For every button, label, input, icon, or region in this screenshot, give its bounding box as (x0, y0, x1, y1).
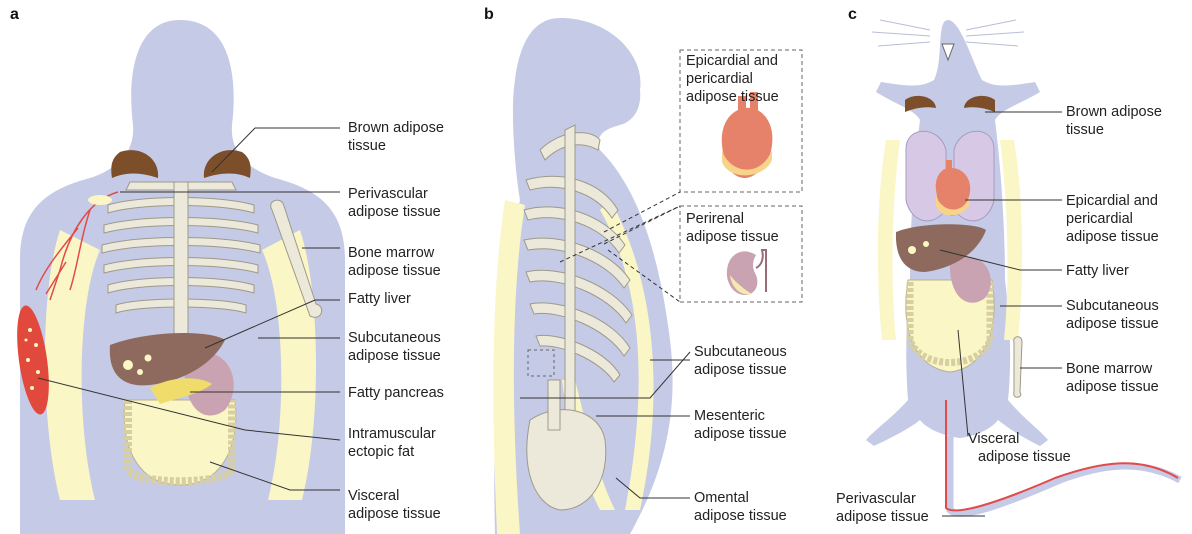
panel-label-c: c (848, 6, 857, 24)
perivascular-fat-a (88, 195, 112, 205)
panel-a-figure (11, 20, 345, 534)
label-fatty-liver-a: Fatty liver (348, 290, 411, 308)
label-fatty-liver-c: Fatty liver (1066, 262, 1129, 280)
panel-label-a: a (10, 6, 19, 24)
label-fatty-pancreas-a: Fatty pancreas (348, 384, 444, 402)
panel-label-b: b (484, 6, 494, 24)
bone-c (1014, 337, 1022, 398)
spine-b (548, 380, 560, 430)
